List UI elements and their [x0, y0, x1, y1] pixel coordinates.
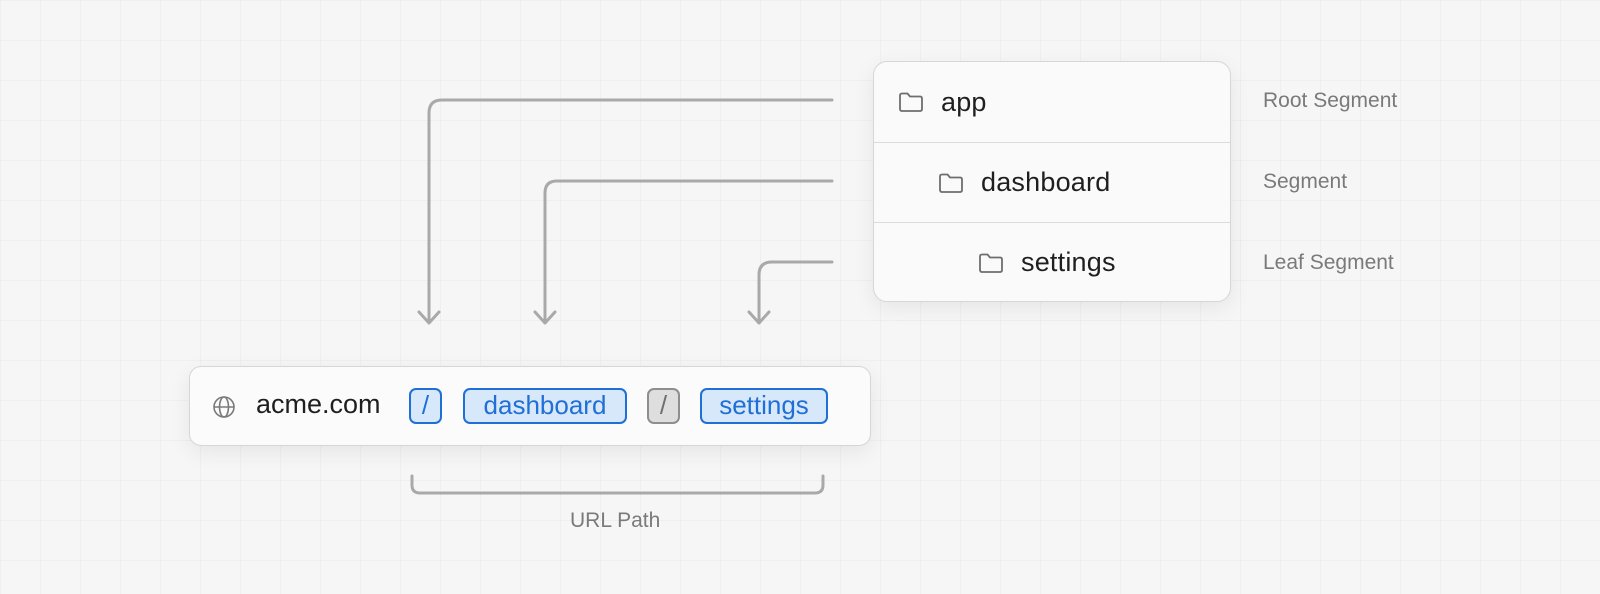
- url-path-label: URL Path: [570, 509, 661, 532]
- folder-label: dashboard: [981, 167, 1111, 197]
- globe-icon: [213, 396, 235, 418]
- leaf-segment-label: Leaf Segment: [1263, 251, 1394, 274]
- arrowhead-segment: [533, 310, 557, 325]
- arrow-leaf-segment: [757, 260, 834, 324]
- arrow-segment: [543, 179, 834, 324]
- folder-icon: [939, 173, 963, 193]
- folder-label: settings: [1021, 247, 1116, 277]
- domain-text: acme.com: [256, 389, 381, 419]
- url-segment-settings-chip: settings: [700, 388, 828, 424]
- folder-icon: [899, 92, 923, 112]
- segment-label: Segment: [1263, 170, 1348, 193]
- folder-icon: [979, 253, 1003, 273]
- url-segment-dashboard-chip: dashboard: [463, 388, 627, 424]
- url-slash-chip: /: [409, 388, 442, 424]
- folder-row-app[interactable]: app: [874, 62, 1230, 142]
- folder-row-dashboard[interactable]: dashboard: [874, 142, 1230, 222]
- url-bar[interactable]: acme.com / dashboard / settings: [189, 366, 871, 446]
- url-path-bracket: [410, 474, 825, 495]
- root-segment-label: Root Segment: [1263, 89, 1398, 112]
- arrowhead-leaf-segment: [747, 310, 771, 325]
- folder-row-settings[interactable]: settings: [874, 222, 1230, 301]
- url-slash-chip-muted: /: [647, 388, 680, 424]
- folder-label: app: [941, 86, 987, 117]
- arrow-root-segment: [427, 98, 834, 324]
- arrowhead-root-segment: [417, 310, 441, 325]
- folder-tree-card: app dashboard settings: [873, 61, 1231, 302]
